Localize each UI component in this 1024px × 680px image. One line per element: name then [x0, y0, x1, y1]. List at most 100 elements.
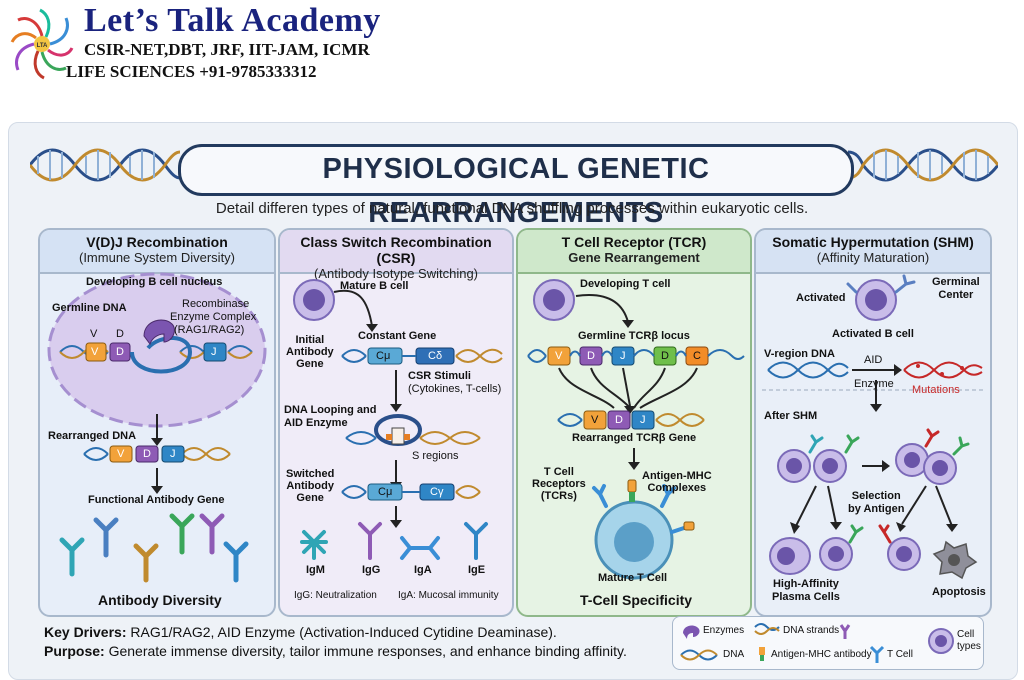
- tcr-mhc-label: Antigen-MHC Complexes: [642, 470, 712, 494]
- legend-icons: [680, 623, 954, 663]
- csr-igg: IgG: [362, 564, 381, 576]
- brand-contact: LIFE SCIENCES +91-9785333312: [66, 62, 317, 81]
- vdj-diagram: [47, 272, 267, 583]
- footer-purpose-text: Generate immense diversity, tailor immun…: [104, 643, 627, 659]
- segment-v: [85, 342, 107, 362]
- shm-after-label: After SHM: [764, 410, 818, 422]
- shm-vregion-label: V-region DNA: [764, 348, 835, 360]
- panel-vdj-header: V(D)J Recombination (Immune System Diver…: [40, 230, 274, 274]
- csr-iga: IgA: [414, 564, 432, 576]
- vdj-germline-label: Germline DNA: [52, 302, 127, 314]
- tcr-r-seg-j: J: [640, 414, 646, 426]
- tcr-r-seg-d: D: [615, 414, 623, 426]
- poster-title: PHYSIOLOGICAL GENETIC REARRANGEMENTS: [322, 153, 710, 229]
- tcr-r-seg-v: V: [591, 414, 599, 426]
- tcr-seg-d2: D: [661, 350, 669, 362]
- legend-antigen: Antigen-MHC antibody: [771, 649, 872, 660]
- tcr-locus-label: Germline TCRβ locus: [578, 330, 690, 342]
- legend-antibody-icon: [839, 624, 851, 639]
- recombinase-enzyme-icon: [143, 319, 175, 346]
- mutated-b-cells: [777, 443, 957, 485]
- shm-aid-label: AID: [864, 354, 883, 366]
- vdj-enzyme-label-1: Recombinase: [182, 298, 250, 310]
- panel-vdj-subtitle: (Immune System Diversity): [78, 250, 236, 265]
- csr-cmu-2: Cμ: [378, 486, 393, 498]
- csr-switched-label: Switched Antibody Gene: [286, 468, 335, 504]
- csr-stimuli-label-2: (Cytokines, T-cells): [408, 383, 502, 395]
- panel-csr-subtitle: (Antibody Isotype Switching): [313, 266, 479, 281]
- panel-vdj-title: V(D)J Recombination: [86, 234, 228, 250]
- tcr-seg-c: C: [693, 350, 701, 362]
- panel-tcr-title: T Cell Receptor (TCR): [561, 234, 707, 250]
- shm-activated-label: Activated: [796, 292, 846, 304]
- legend-enzyme-icon: [683, 625, 700, 639]
- legend-enzymes: Enzymes: [703, 625, 745, 636]
- isotype-icons: [300, 522, 488, 560]
- footer-key-drivers: Key Drivers: RAG1/RAG2, AID Enzyme (Acti…: [44, 624, 557, 640]
- legend-tcell: T Cell: [887, 649, 913, 660]
- legend-cell-types: Cell types: [957, 629, 981, 652]
- tcr-rearranged-label: Rearranged TCRβ Gene: [572, 432, 697, 444]
- tcr-mature-label: Mature T Cell: [598, 572, 668, 584]
- vdj-seg-v: V: [91, 346, 99, 358]
- csr-looping-label-2: AID Enzyme: [284, 417, 348, 429]
- legend-dna: DNA: [723, 649, 745, 660]
- segment-j: [203, 342, 227, 362]
- csr-mature-label: Mature B cell: [340, 280, 409, 292]
- dna-helix-left-icon: [30, 148, 180, 182]
- shm-activated-b-label: Activated B cell: [832, 328, 914, 340]
- panel-shm-title: Somatic Hypermutation (SHM): [772, 234, 974, 250]
- vdj-seg-d-top: D: [116, 328, 124, 340]
- csr-note-1: IgG: Neutralization: [294, 590, 377, 601]
- poster-title-box: PHYSIOLOGICAL GENETIC REARRANGEMENTS: [178, 144, 854, 229]
- shm-apoptosis-label: Apoptosis: [932, 586, 986, 598]
- tcr-seg-v: V: [555, 350, 563, 362]
- brand-exams: CSIR-NET,DBT, JRF, IIT-JAM, ICMR: [84, 40, 370, 59]
- legend-dna-strands: DNA strands: [783, 625, 840, 636]
- csr-diagram: [293, 279, 503, 560]
- shm-germinal-label: Germinal Center: [932, 276, 980, 301]
- vdj-functional-label: Functional Antibody Gene: [88, 494, 225, 506]
- panel-shm-subtitle: (Affinity Maturation): [816, 250, 930, 265]
- shm-mutations-label: Mutations: [912, 384, 960, 396]
- shm-plasma-label: High-Affinity Plasma Cells: [772, 578, 840, 603]
- csr-igm: IgM: [306, 564, 325, 576]
- shm-diagram: [762, 274, 984, 580]
- legend-box: Enzymes DNA strands DNA Antigen-MHC anti…: [672, 616, 984, 670]
- dna-helix-right-icon: [848, 148, 998, 182]
- panel-class-switch: Class Switch Recombination (CSR) (Antibo…: [278, 228, 514, 617]
- tcr-footer-label: T-Cell Specificity: [580, 592, 693, 608]
- legend-tcell-icon: [869, 645, 885, 663]
- panel-shm-header: Somatic Hypermutation (SHM) (Affinity Ma…: [756, 230, 990, 274]
- footer-drivers-label: Key Drivers:: [44, 624, 127, 640]
- footer-drivers-text: RAG1/RAG2, AID Enzyme (Activation-Induce…: [126, 624, 557, 640]
- antibody-icons: [59, 513, 249, 583]
- csr-looping-label-1: DNA Looping and: [284, 404, 377, 416]
- csr-sregions-label: S regions: [412, 450, 459, 462]
- shm-enzyme-label: Enzyme: [854, 378, 894, 390]
- footer-purpose: Purpose: Generate immense diversity, tai…: [44, 643, 627, 659]
- legend-antigen-icon: [759, 647, 765, 655]
- tcr-receptors-label: T Cell Receptors (TCRs): [532, 466, 586, 502]
- brand-name: Let’s Talk Academy: [84, 2, 381, 39]
- csr-note-2: IgA: Mucosal immunity: [398, 590, 499, 601]
- vdj-seg-d: D: [116, 346, 124, 358]
- tcr-seg-j: J: [620, 350, 626, 362]
- vdj-enzyme-label-3: (RAG1/RAG2): [174, 324, 245, 336]
- csr-constant-label: Constant Gene: [358, 330, 437, 342]
- academy-logo-icon: LTA: [10, 8, 74, 80]
- brand-header: LTA Let’s Talk Academy CSIR-NET,DBT, JRF…: [0, 0, 1024, 118]
- vdj-footer-label: Antibody Diversity: [98, 592, 222, 608]
- vdj-r-seg-d: D: [143, 448, 151, 460]
- antigen-mhc-icon: [627, 479, 637, 493]
- panel-somatic-hypermutation: Somatic Hypermutation (SHM) (Affinity Ma…: [754, 228, 992, 617]
- csr-ige: IgE: [468, 564, 486, 576]
- svg-text:LTA: LTA: [37, 43, 48, 49]
- footer-purpose-label: Purpose:: [44, 643, 105, 659]
- vdj-seg-j: J: [211, 346, 217, 358]
- poster-subtitle: Detail differen types of natural, functi…: [215, 200, 809, 217]
- vdj-nucleus-label: Developing B cell nucleus: [86, 276, 223, 288]
- tcr-diagram: [527, 279, 745, 580]
- csr-initial-label: Initial Antibody Gene: [286, 334, 334, 370]
- panel-csr-header: Class Switch Recombination (CSR) (Antibo…: [280, 230, 512, 281]
